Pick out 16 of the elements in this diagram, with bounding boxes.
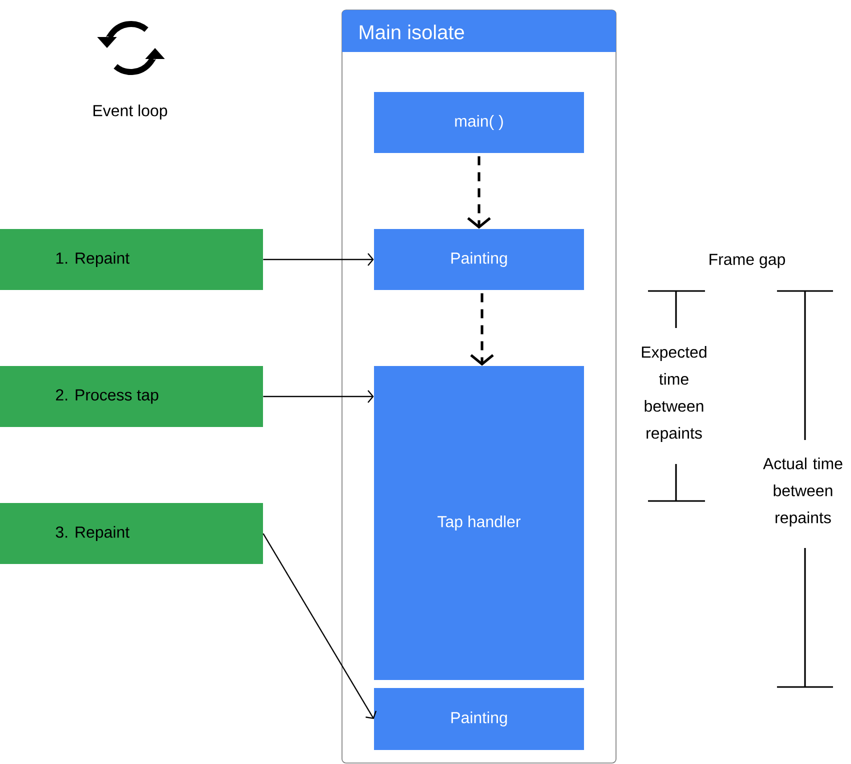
arrow xyxy=(263,253,374,266)
task-box: Painting xyxy=(374,688,584,750)
arrow xyxy=(467,156,491,229)
dimension-label: Expected time between repaints xyxy=(642,346,706,442)
caption: Event loop xyxy=(94,104,168,120)
arrow xyxy=(263,390,374,403)
arrow xyxy=(262,533,377,720)
task-box: Painting xyxy=(374,229,584,290)
task-box: main( ) xyxy=(374,92,584,153)
arrow xyxy=(470,293,494,366)
event-box: 1. Repaint xyxy=(0,229,263,290)
task-box: Tap handler xyxy=(374,366,584,680)
event-box: 3. Repaint xyxy=(0,503,263,564)
dimension-label: Actual time between repaints xyxy=(763,458,842,526)
event-box: 2. Process tap xyxy=(0,366,263,427)
heading: Frame gap xyxy=(710,254,785,268)
